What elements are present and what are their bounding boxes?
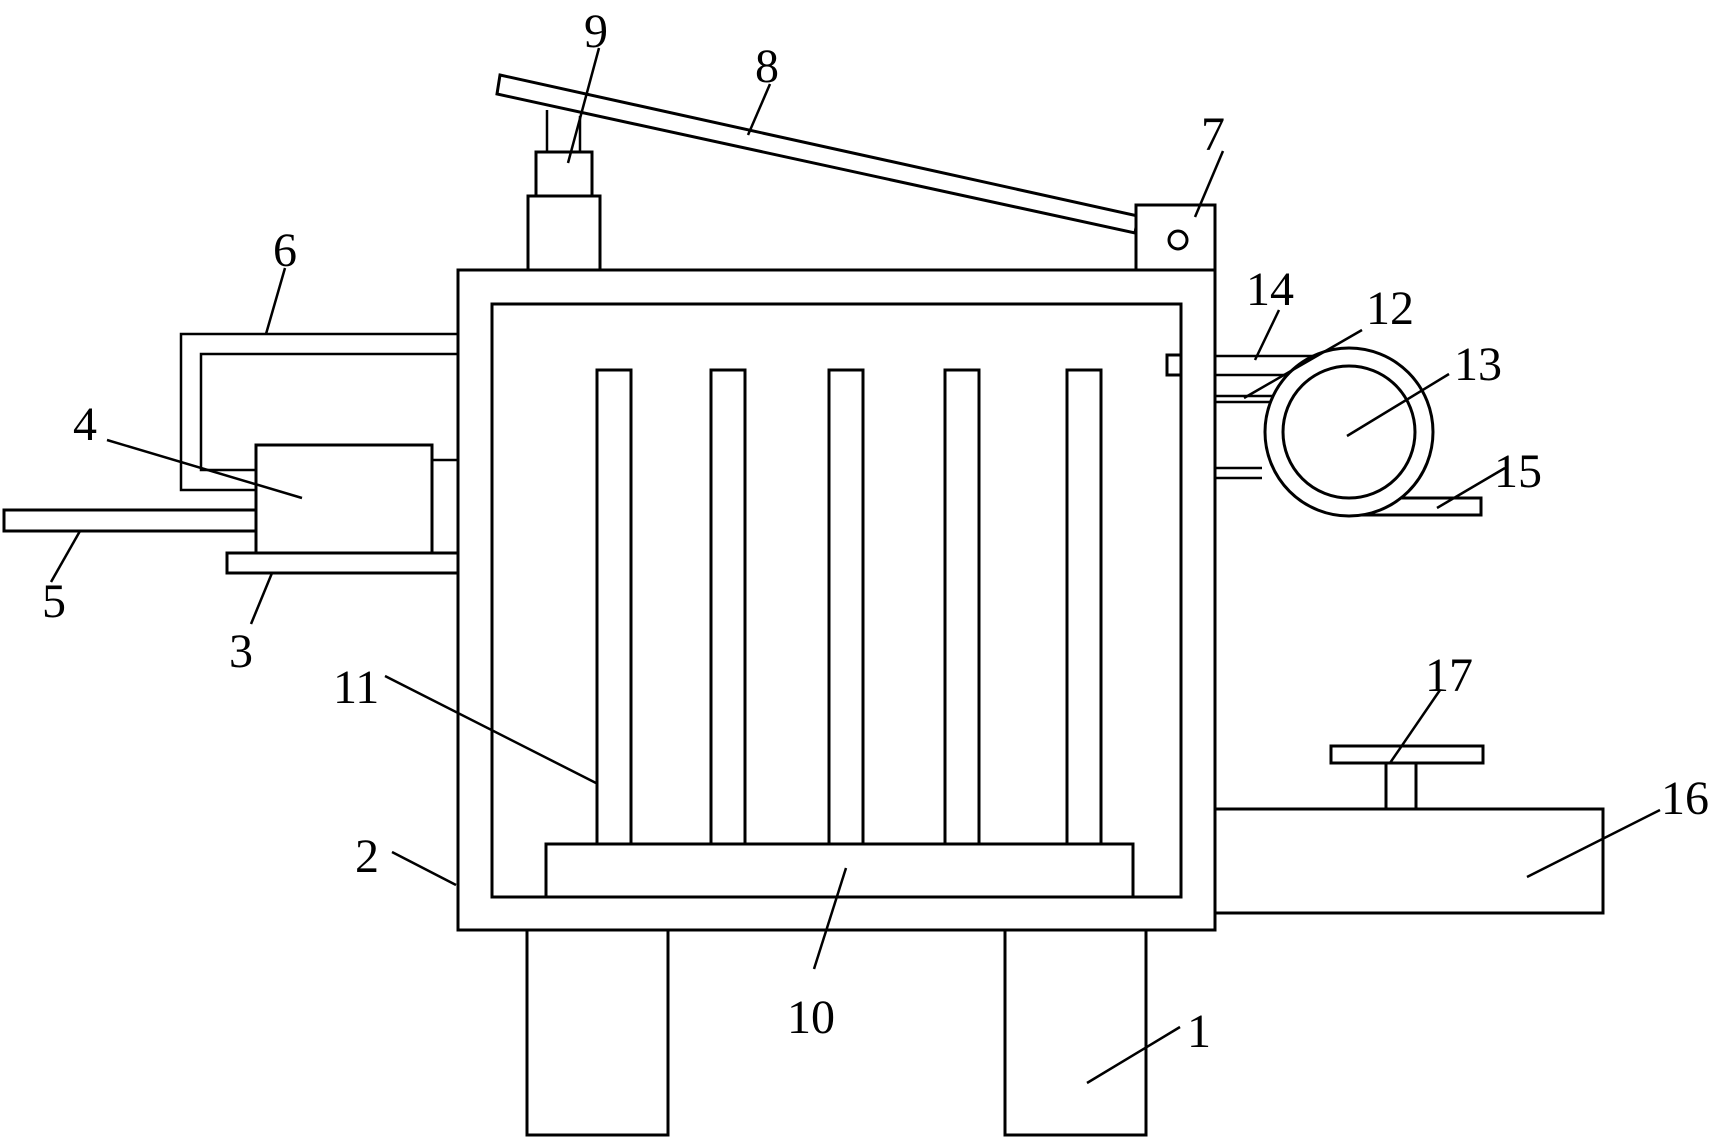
- callout-9: 9: [584, 5, 608, 58]
- callout-11: 11: [333, 661, 379, 714]
- rod-2: [709, 368, 747, 846]
- support-shelf: [225, 551, 460, 575]
- callout-6: 6: [273, 224, 297, 277]
- rod-4: [943, 368, 981, 846]
- side-tray: [1213, 807, 1605, 915]
- rod-1: [595, 368, 633, 846]
- callout-15: 15: [1494, 445, 1542, 498]
- leader-16: [1526, 808, 1661, 879]
- inner-wheel: [1281, 364, 1417, 500]
- rod-5: [1065, 368, 1103, 846]
- pipe-inner: [199, 352, 458, 472]
- leader-17: [1388, 689, 1442, 764]
- right-leg: [1003, 928, 1148, 1137]
- pipe-outer: [179, 332, 458, 492]
- leader-9: [566, 47, 601, 164]
- callout-3: 3: [229, 625, 253, 678]
- callout-7: 7: [1201, 108, 1225, 161]
- leader-2: [391, 850, 457, 887]
- leader-4: [106, 438, 303, 500]
- callout-4: 4: [73, 398, 97, 451]
- callout-12: 12: [1366, 282, 1414, 335]
- cylinder-head: [534, 150, 594, 198]
- leader-5: [49, 530, 82, 583]
- callout-8: 8: [755, 40, 779, 93]
- leader-8: [746, 83, 772, 136]
- leader-1: [1086, 1025, 1181, 1085]
- callout-13: 13: [1454, 338, 1502, 391]
- rod-3: [827, 368, 865, 846]
- inlet-pipe: [2, 508, 258, 533]
- leader-13: [1346, 372, 1450, 438]
- callout-5: 5: [42, 575, 66, 628]
- leader-11: [384, 674, 597, 785]
- leader-3: [249, 572, 274, 625]
- callout-2: 2: [355, 830, 379, 883]
- callout-10: 10: [787, 991, 835, 1044]
- leader-12: [1243, 328, 1363, 400]
- callout-14: 14: [1246, 263, 1294, 316]
- small-tab: [1165, 353, 1183, 377]
- left-leg: [525, 928, 670, 1137]
- callout-17: 17: [1425, 649, 1473, 702]
- leader-15: [1436, 466, 1506, 510]
- hinge-pin: [1167, 229, 1189, 251]
- cylinder-body: [526, 194, 602, 272]
- callout-1: 1: [1187, 1005, 1211, 1058]
- leader-14: [1253, 309, 1281, 361]
- handle-stem: [1384, 761, 1418, 811]
- leader-6: [264, 267, 287, 335]
- handle-bar: [1329, 744, 1485, 765]
- leader-7: [1193, 150, 1225, 218]
- leader-10: [812, 867, 848, 970]
- pump-box: [254, 443, 434, 555]
- callout-16: 16: [1661, 772, 1709, 825]
